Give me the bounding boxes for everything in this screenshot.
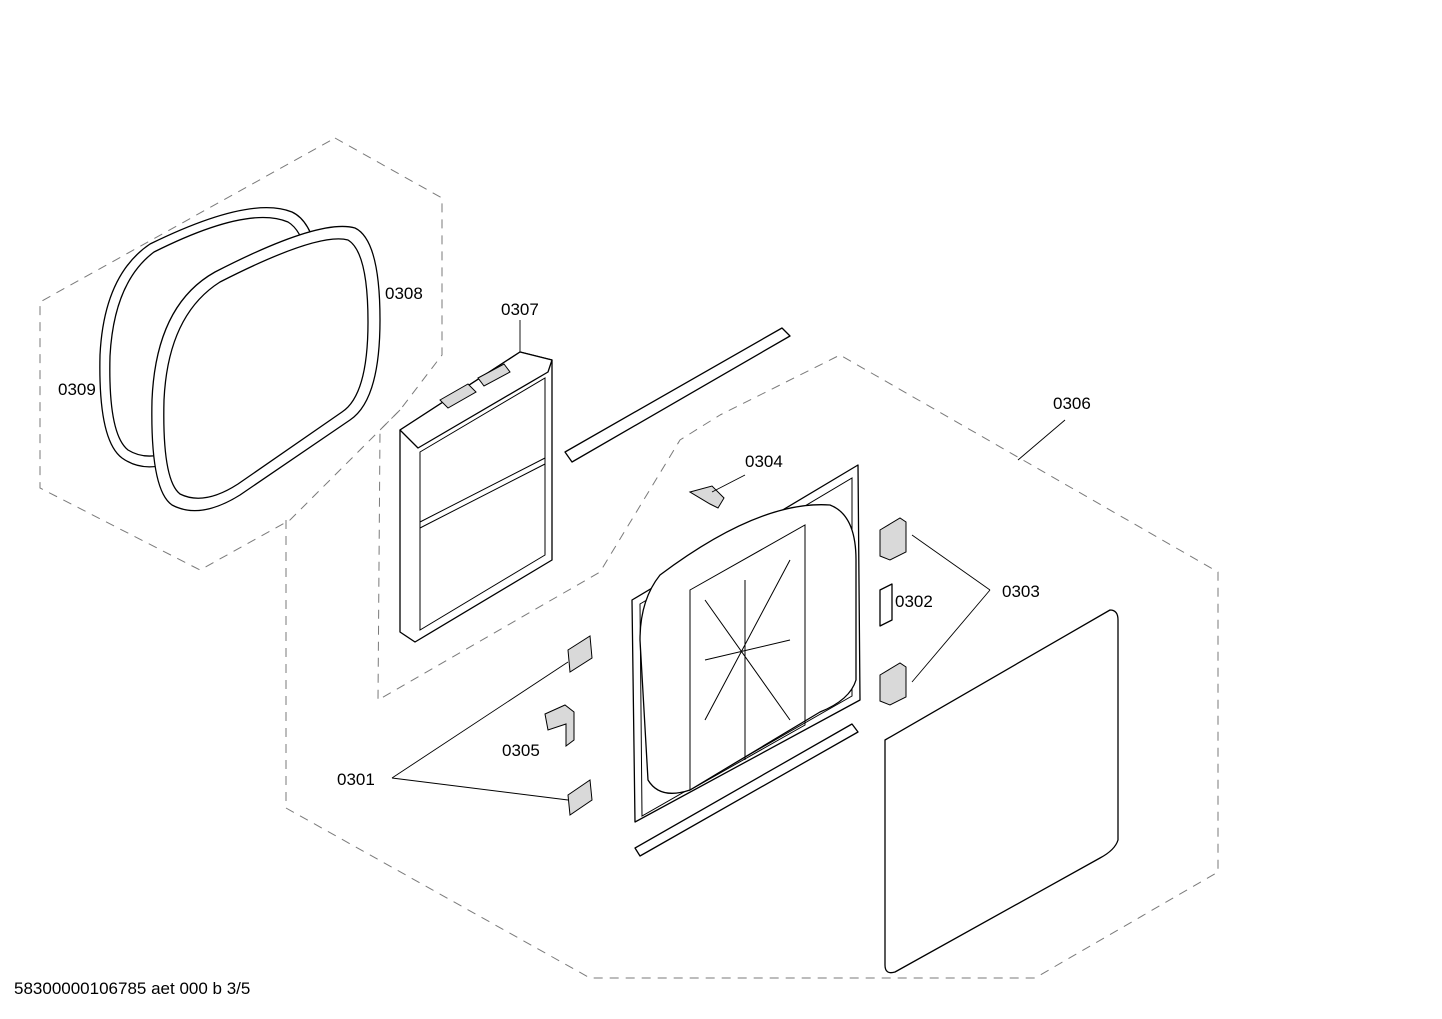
drawing-number: 58300000106785 aet 000 b 3/5 — [14, 979, 251, 998]
pad-0301-lower — [567, 779, 593, 816]
leader-0306 — [1017, 419, 1066, 461]
leader-0301-lower — [391, 777, 569, 801]
hinge-0303-upper — [879, 517, 907, 561]
label-0309: 0309 — [58, 380, 96, 399]
gasket-0308 — [151, 225, 381, 512]
door-bowl-inner — [689, 524, 806, 791]
door-bowl — [639, 504, 857, 794]
door-inner-panel-0306 — [631, 464, 861, 823]
gasket-inner-ring — [163, 238, 369, 499]
label-0308: 0308 — [385, 284, 423, 303]
hinge-0303-lower — [879, 662, 907, 706]
leader-lines — [391, 320, 1066, 801]
pad-0301-upper — [567, 635, 593, 673]
door-group-outline — [285, 354, 1219, 979]
filter-frame-top — [399, 351, 553, 449]
lower-rail — [634, 723, 859, 857]
label-0301: 0301 — [337, 770, 375, 789]
leader-0303-lower — [911, 589, 991, 683]
door-bowl-ribs — [704, 559, 791, 760]
leader-0301-upper — [391, 661, 569, 779]
filter-handle — [477, 363, 511, 387]
upper-rail — [564, 327, 791, 463]
filter-frame-crossbar — [419, 457, 546, 529]
leader-0303-upper — [911, 534, 991, 591]
bracket-0305 — [544, 704, 575, 747]
label-0306: 0306 — [1053, 394, 1091, 413]
filter-frame-0307 — [399, 351, 553, 643]
label-0305: 0305 — [502, 741, 540, 760]
label-0302: 0302 — [895, 592, 933, 611]
knob-0304 — [688, 485, 725, 509]
outer-door-panel — [884, 609, 1119, 974]
assembly-outlines — [39, 137, 1219, 979]
leader-0304 — [711, 474, 746, 493]
label-0303: 0303 — [1002, 582, 1040, 601]
plate-0302 — [879, 583, 893, 627]
label-0307: 0307 — [501, 300, 539, 319]
filter-frame-inner — [419, 377, 546, 631]
part-labels: 0309 0308 0307 0306 0304 0302 0303 0305 … — [58, 284, 1091, 789]
filter-handle — [439, 383, 477, 409]
label-0304: 0304 — [745, 452, 783, 471]
seal-group-outline — [39, 137, 443, 571]
filter-group-outline — [377, 409, 721, 701]
